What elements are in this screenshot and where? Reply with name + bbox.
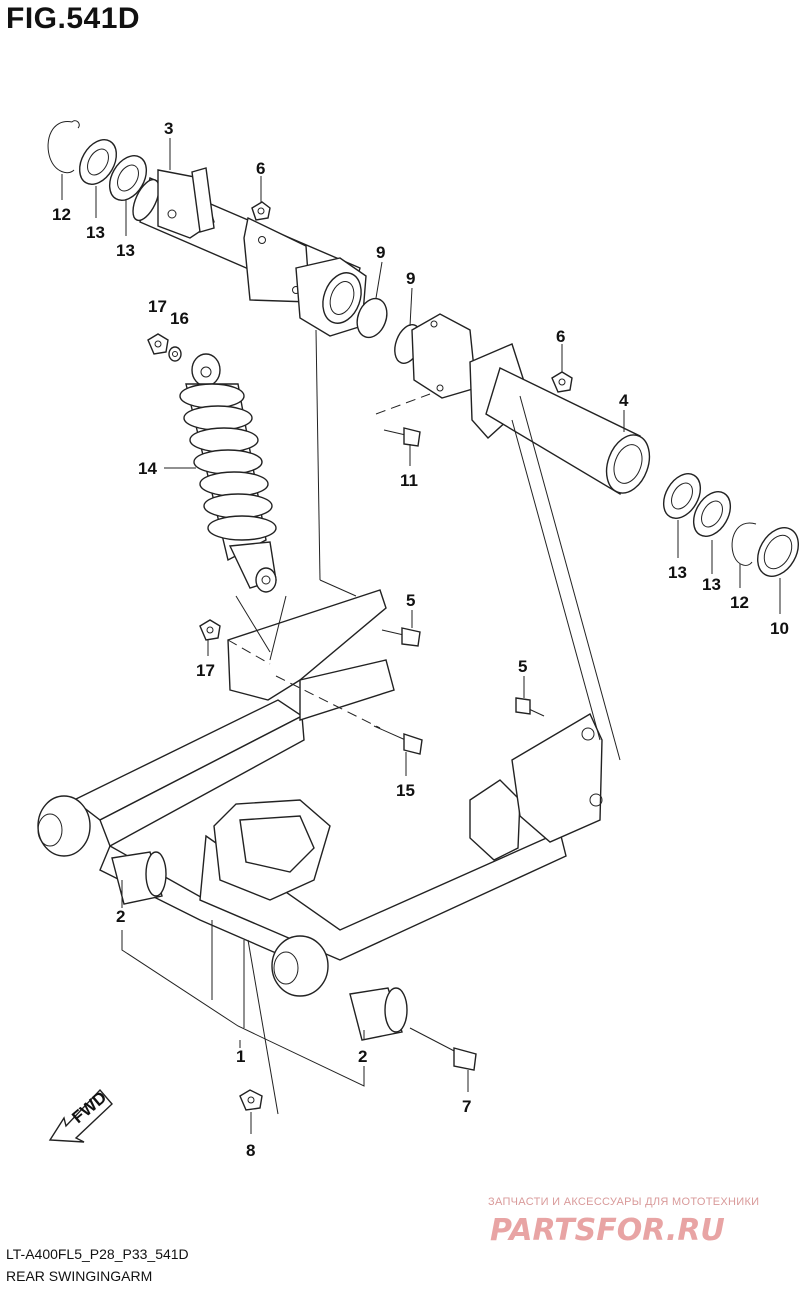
callout-14: 14 [138,459,157,478]
callout-1: 1 [236,1047,245,1066]
watermark-logo: PARTSFOR.RU [490,1213,725,1248]
callout-12-left: 12 [52,205,71,224]
callout-numbers: 12 13 13 3 6 9 9 6 4 17 16 14 11 13 13 1… [52,119,789,1160]
nut-8 [239,1089,263,1111]
nut-17-lower [199,619,221,641]
callout-17-lower: 17 [196,661,215,680]
watermark-tagline: ЗАПЧАСТИ И АКСЕССУАРЫ ДЛЯ МОТОТЕХНИКИ [488,1196,760,1208]
shock-absorber-14 [179,353,277,593]
figure-title: FIG.541D [6,2,141,35]
callout-15: 15 [396,781,415,800]
bearing-13-right-b [692,491,732,537]
bushing-2-left [111,851,167,905]
fwd-arrow-icon: FWD [48,1088,113,1143]
callout-2-right: 2 [358,1047,367,1066]
bearing-13-right-a [662,473,702,519]
assembly-lines [227,329,621,1115]
callout-6-upper: 6 [256,159,265,178]
callout-13-right-a: 13 [668,563,687,582]
callout-7: 7 [462,1097,471,1116]
nut-6-right [551,371,573,393]
watermark-logo-text: PARTSFOR.RU [490,1213,725,1248]
bolt-5-upper [381,627,421,647]
callout-17-upper: 17 [148,297,167,316]
bearing-13-left-inner [108,155,148,201]
callout-5-upper: 5 [406,591,415,610]
circlip-12-left [47,120,80,174]
o-ring-9-left [356,297,388,339]
nut-17-upper [147,333,169,355]
nut-6-upper [251,201,271,221]
washer-16 [168,346,182,362]
pivot-shaft-3 [132,167,367,337]
callout-11: 11 [400,471,418,490]
seal-10 [757,527,799,577]
callout-2-left: 2 [116,907,125,926]
callout-5-right: 5 [518,657,527,676]
bearing-13-left-outer [78,139,118,185]
callout-13-left-b: 13 [116,241,135,260]
swingarm-1 [37,589,603,997]
pivot-shaft-4 [411,313,651,496]
bolt-11 [383,427,421,447]
bolt-7 [409,1027,477,1071]
bolt-15 [373,725,423,755]
figure-code: LT-A400FL5_P28_P33_541D [6,1246,189,1262]
callout-9-right: 9 [406,269,415,288]
circlip-12-right [731,522,757,566]
callout-4: 4 [619,391,629,410]
bolt-5-right [515,697,545,717]
callout-13-right-b: 13 [702,575,721,594]
callout-6-right: 6 [556,327,565,346]
callout-12-right: 12 [730,593,749,612]
bushing-2-right [349,987,408,1041]
callout-13-left-a: 13 [86,223,105,242]
callout-8: 8 [246,1141,255,1160]
callout-3: 3 [164,119,173,138]
callout-16: 16 [170,309,189,328]
callout-9-left: 9 [376,243,385,262]
callout-10: 10 [770,619,789,638]
leader-lines [61,138,781,1134]
figure-name: REAR SWINGINGARM [6,1268,153,1284]
